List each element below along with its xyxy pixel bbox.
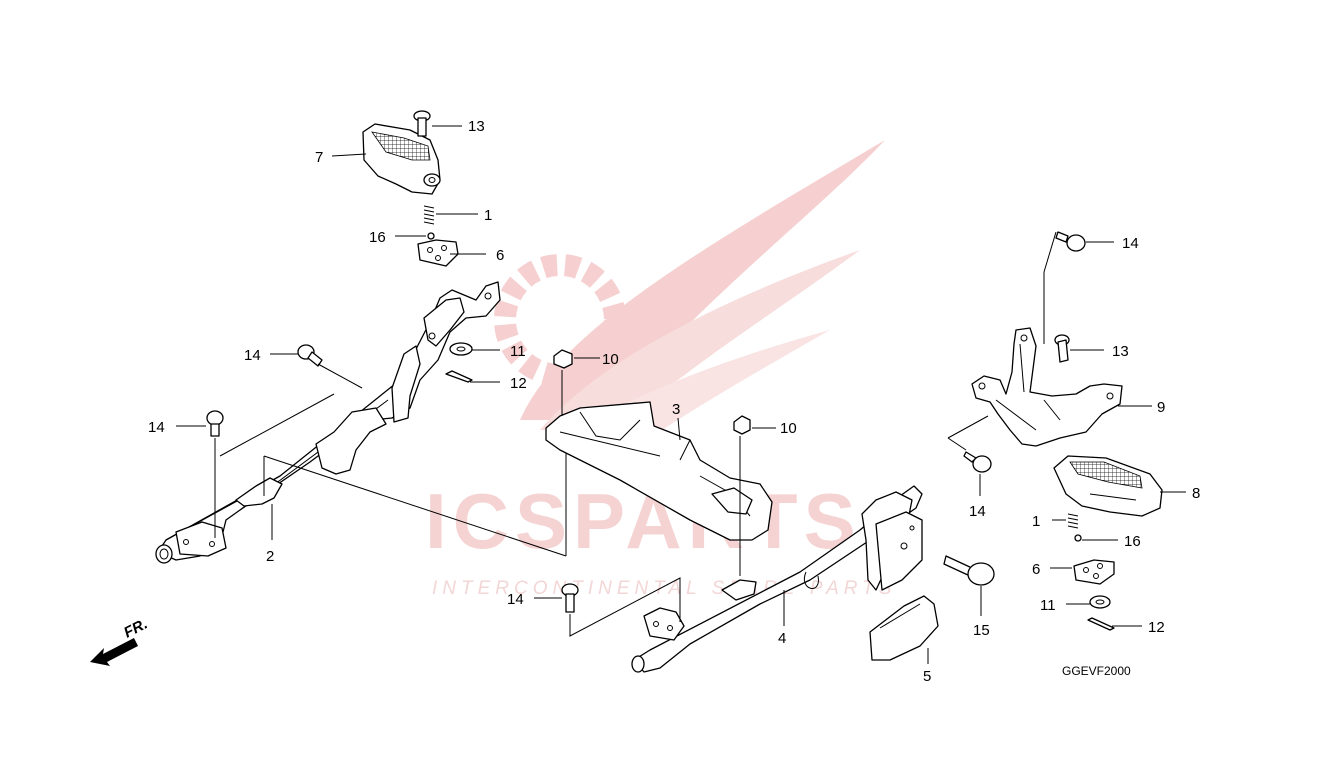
callout-4: 4 bbox=[778, 630, 786, 647]
leader-lines-right bbox=[947, 231, 1057, 451]
callout-12: 12 bbox=[1148, 619, 1165, 636]
washer-11-left bbox=[449, 342, 473, 356]
callout-16: 16 bbox=[1124, 533, 1141, 550]
callout-13: 13 bbox=[468, 118, 485, 135]
callout-1: 1 bbox=[1032, 513, 1040, 530]
callout-1: 1 bbox=[484, 207, 492, 224]
part-4-step-bar bbox=[631, 485, 923, 673]
bolt-14-left-b bbox=[206, 410, 224, 437]
callout-12: 12 bbox=[510, 375, 527, 392]
bolt-14-left-a bbox=[297, 344, 323, 367]
callout-7: 7 bbox=[315, 149, 323, 166]
bolt-13-right bbox=[1054, 334, 1070, 363]
bolt-14-right-lower bbox=[963, 451, 992, 473]
bolt-15 bbox=[943, 555, 995, 616]
callout-3: 3 bbox=[672, 401, 680, 418]
callouts: 13 7 1 16 6 14 11 12 10 14 2 3 10 14 4 5… bbox=[148, 118, 1200, 685]
washer-11-right bbox=[1089, 595, 1111, 609]
part-8-footrest-right bbox=[1053, 455, 1163, 517]
callout-10: 10 bbox=[602, 351, 619, 368]
wing-logo bbox=[494, 140, 885, 445]
callout-14: 14 bbox=[148, 419, 165, 436]
bolt-13-left bbox=[413, 110, 431, 137]
part-5-cover bbox=[869, 595, 939, 661]
part-9-right-bracket bbox=[971, 327, 1123, 447]
part-7-footrest-left bbox=[362, 123, 441, 195]
callout-6: 6 bbox=[496, 247, 504, 264]
callout-13: 13 bbox=[1112, 343, 1129, 360]
pin-12-right bbox=[1087, 617, 1115, 631]
nut-10-a bbox=[553, 349, 573, 416]
part-3-cover bbox=[545, 401, 773, 541]
diagram-code: GGEVF2000 bbox=[1062, 664, 1131, 678]
callout-15: 15 bbox=[973, 622, 990, 639]
front-indicator-label: FR. bbox=[121, 615, 150, 641]
callout-11: 11 bbox=[1040, 597, 1056, 614]
watermark-tagline: INTERCONTINENTAL SPARE PARTS bbox=[432, 578, 896, 599]
spring-1-left bbox=[423, 205, 435, 225]
callout-6: 6 bbox=[1032, 561, 1040, 578]
callout-8: 8 bbox=[1192, 485, 1200, 502]
callout-14: 14 bbox=[1122, 235, 1139, 252]
callout-14: 14 bbox=[244, 347, 261, 364]
front-arrow-icon: FR. bbox=[90, 615, 150, 666]
callout-14: 14 bbox=[507, 591, 524, 608]
watermark: ICSPARTS INTERCONTINENTAL SPARE PARTS bbox=[425, 140, 896, 599]
nut-10-b bbox=[733, 415, 751, 576]
callout-9: 9 bbox=[1157, 399, 1165, 416]
ball-16-right bbox=[1074, 534, 1082, 542]
ball-16-left bbox=[427, 232, 435, 240]
callout-10: 10 bbox=[780, 420, 797, 437]
bolt-14-right-top bbox=[1055, 231, 1086, 252]
plate-6-left bbox=[417, 239, 459, 267]
leader-lines-left bbox=[214, 363, 567, 557]
callout-11: 11 bbox=[510, 343, 526, 360]
left-step-bracket bbox=[155, 281, 501, 564]
callout-14: 14 bbox=[969, 503, 986, 520]
spring-1-right bbox=[1067, 513, 1079, 529]
callout-2: 2 bbox=[266, 548, 274, 565]
plate-6-right bbox=[1073, 559, 1115, 585]
callout-5: 5 bbox=[923, 668, 931, 685]
callout-leaders bbox=[176, 125, 1186, 664]
callout-16: 16 bbox=[369, 229, 386, 246]
bolt-14-center bbox=[561, 577, 681, 637]
pin-12-left bbox=[445, 370, 473, 383]
